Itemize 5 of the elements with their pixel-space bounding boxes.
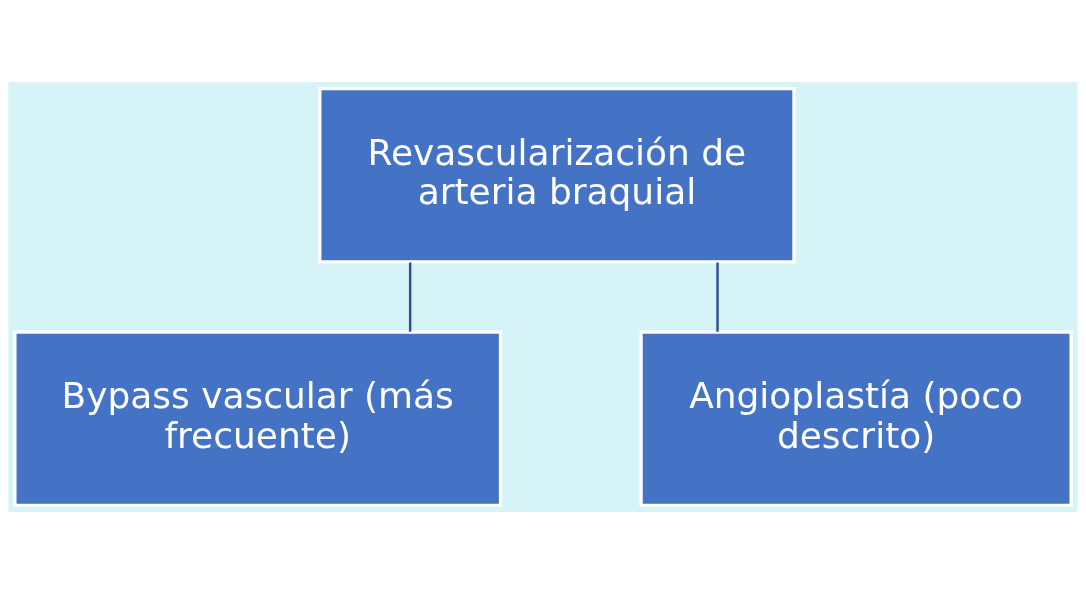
node-box: Bypass vascular (más frecuente)	[13, 330, 503, 508]
node-box: Revascularización de arteria braquial	[318, 86, 796, 264]
node-box: Angioplastía (poco descrito)	[639, 330, 1073, 508]
connector	[408, 262, 412, 332]
connector	[716, 262, 719, 332]
